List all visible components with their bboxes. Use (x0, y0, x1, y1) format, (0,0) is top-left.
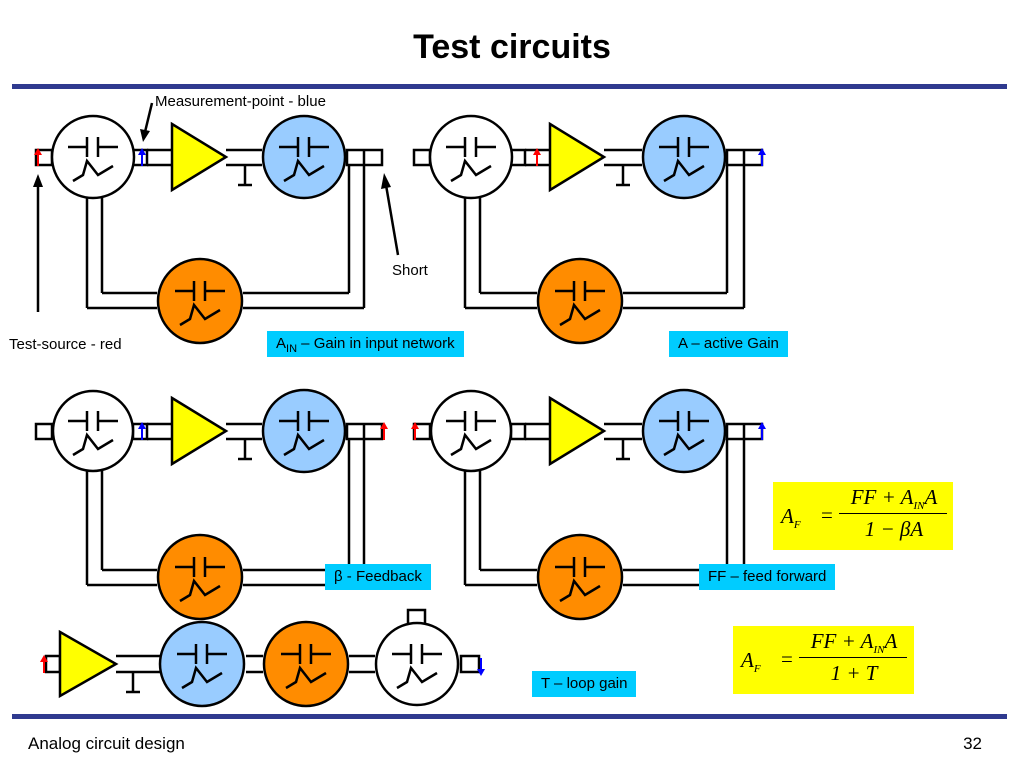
test-source-label: Test-source - red (9, 336, 122, 353)
active-network-5 (158, 620, 246, 708)
active-gain-label: A – active Gain (669, 331, 788, 357)
amplifier-2 (548, 121, 607, 193)
input-network-4 (429, 389, 513, 473)
feed-forward-label: FF – feed forward (699, 564, 836, 590)
feedback-network-5 (262, 620, 350, 708)
amplifier-1 (170, 121, 229, 193)
active-network-4 (641, 388, 727, 474)
measurement-point-arrows (138, 148, 766, 676)
closed-loop-gain-formula-2: AF = FF + AINA 1 + T (733, 626, 914, 694)
input-network-2 (428, 114, 514, 200)
short-label: Short (392, 262, 428, 279)
amplifier-5 (58, 629, 119, 699)
active-network-1 (261, 114, 347, 200)
input-network-1 (50, 114, 136, 200)
active-network-2 (641, 114, 727, 200)
feedback-network-4 (536, 533, 624, 621)
amplifier-4 (548, 395, 607, 467)
page-number: 32 (963, 734, 982, 753)
feedback-network-1 (156, 257, 244, 345)
input-network-5 (374, 621, 460, 707)
feedback-network-3 (156, 533, 244, 621)
loop-gain-label: T – loop gain (532, 671, 637, 697)
amplifier-3 (170, 395, 229, 467)
slide-title: Test circuits (413, 28, 611, 66)
active-network-3 (261, 388, 347, 474)
circuit-wires (34, 148, 764, 674)
test-source-arrows (34, 148, 541, 673)
feedback-label: β - Feedback (325, 564, 431, 590)
annotation-pointers (33, 102, 400, 312)
closed-loop-gain-formula-1: AF = FF + AINA 1 − βA (773, 482, 953, 550)
footer-course-title: Analog circuit design (28, 734, 185, 753)
measurement-point-label: Measurement-point - blue (155, 93, 326, 110)
input-gain-label: AIN – Gain in input network (267, 331, 464, 357)
top-divider (12, 84, 1007, 89)
feedback-network-2 (536, 257, 624, 345)
input-network-3 (51, 389, 135, 473)
bottom-divider (12, 714, 1007, 719)
